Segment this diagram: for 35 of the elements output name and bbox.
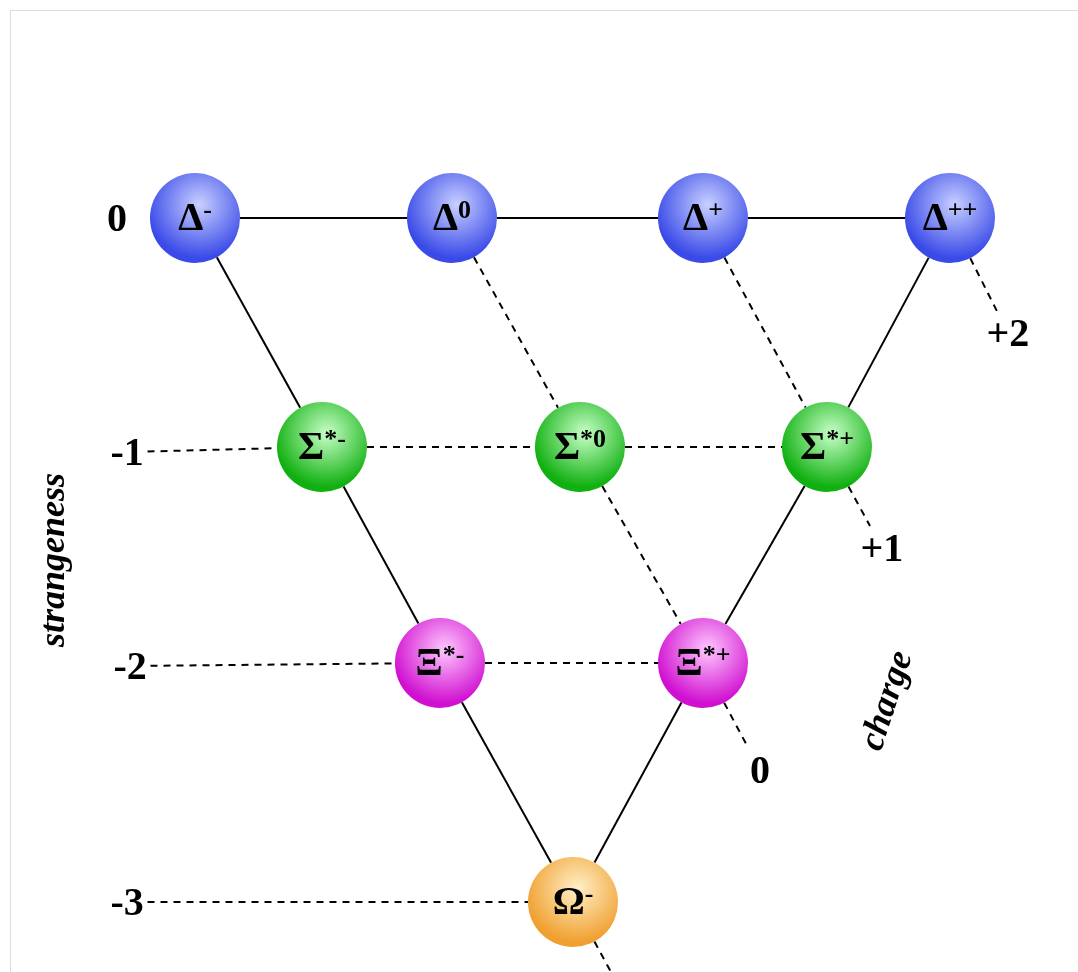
axis-value: -2 <box>113 646 147 686</box>
particle-sphere: Ξ$^{*-}$ <box>395 618 485 708</box>
axis-value: 0 <box>750 750 770 790</box>
axis-title: strangeness <box>31 473 73 647</box>
particle-sphere: Ω$^{-}$ <box>528 857 618 947</box>
connector-line <box>747 217 906 219</box>
particle-sphere: Δ$^{++}$ <box>905 173 995 263</box>
particle-sphere: Δ$^{+}$ <box>658 173 748 263</box>
particle-sphere: Σ$^{*0}$ <box>535 402 625 492</box>
dashed-line <box>723 256 807 409</box>
dashed-line <box>969 257 998 312</box>
dashed-line <box>601 485 682 625</box>
axis-value: -1 <box>110 432 144 472</box>
connector-line <box>593 701 683 864</box>
connector-line <box>342 485 420 625</box>
connector-line <box>460 701 553 864</box>
connector-line <box>847 256 930 409</box>
particle-sphere: Δ$^{-}$ <box>150 173 240 263</box>
axis-value: +2 <box>986 313 1030 353</box>
particle-sphere: Ξ$^{*+}$ <box>658 618 748 708</box>
connector-line <box>496 217 659 219</box>
dashed-line <box>484 662 659 664</box>
particle-sphere: Δ$^{0}$ <box>407 173 497 263</box>
dashed-line <box>847 485 871 527</box>
dashed-line <box>146 901 529 903</box>
axis-value: -3 <box>110 882 144 922</box>
connector-line <box>239 217 408 219</box>
connector-line <box>215 256 302 409</box>
particle-sphere: Σ$^{*-}$ <box>277 402 367 492</box>
particle-sphere: Σ$^{*+}$ <box>782 402 872 492</box>
connector-line <box>724 485 806 625</box>
dashed-line <box>472 256 560 409</box>
axis-value: +1 <box>860 528 904 568</box>
axis-title: charge <box>849 645 921 755</box>
axis-value: 0 <box>107 198 127 238</box>
